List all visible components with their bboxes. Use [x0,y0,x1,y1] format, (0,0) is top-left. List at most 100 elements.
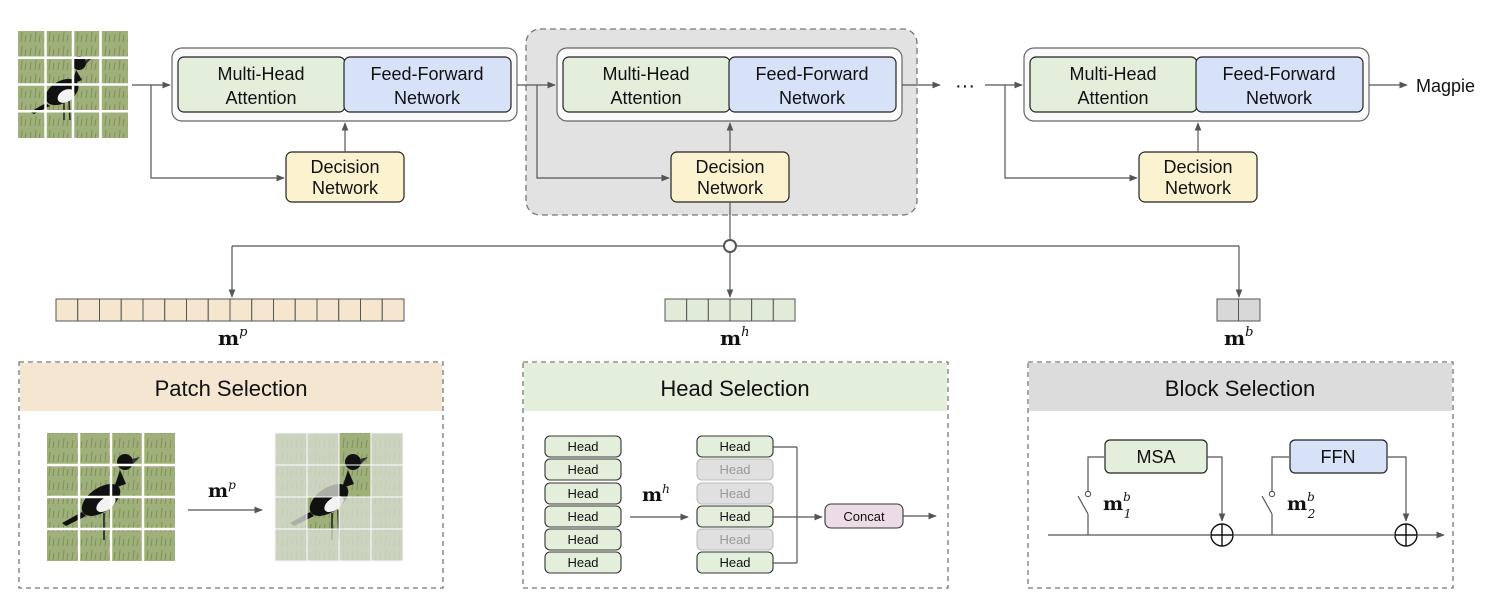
patch-mask-vector [55,298,405,322]
mask-cell [142,298,166,322]
head-box [696,482,774,505]
mask-cell [294,298,318,322]
feed-forward-network-box [728,56,897,113]
ffn-label-line1: Feed-Forward [370,64,483,84]
ffn-label: FFN [1321,447,1356,467]
patch-selection-panel: Patch Selection mp [18,361,444,589]
input-image [18,31,128,138]
transformer-block-2: Multi-Head Attention Feed-Forward Networ… [556,47,903,203]
mask-cell [207,298,231,322]
concat-label: Concat [843,509,885,524]
top-connections: ··· Magpie [132,75,1475,182]
head-box [696,528,774,551]
panel-title: Head Selection [660,376,809,401]
mask-cell [316,298,340,322]
mask-cell [664,298,688,322]
ffn-label-line2: Network [1246,88,1313,108]
switch-contact [1268,490,1276,498]
mask-cell [55,298,79,322]
mask-branches [228,202,1243,298]
mask-cell [99,298,122,322]
msa-label: MSA [1136,447,1175,467]
ellipsis-text: ··· [955,75,975,97]
mha-label-line1: Multi-Head [1069,64,1156,84]
mask-cell [772,298,796,322]
head-label: Head [719,486,750,501]
block-mask-label: mb [1224,325,1254,350]
head-mask-label: mh [720,325,750,350]
junction-node [723,239,737,253]
head-label: Head [567,509,598,524]
masked-patch-image [274,432,404,562]
head-box [544,551,622,574]
switch-contact [1084,490,1092,498]
full-patch-image [47,433,175,561]
head-box [544,505,622,528]
mask-cell [1216,298,1239,322]
head-label: Head [719,532,750,547]
mask-cell [360,298,383,322]
head-label: Head [567,486,598,501]
head-box [544,435,622,458]
output-label: Magpie [1416,76,1475,96]
mask-cell [229,298,253,322]
decision-label-line2: Network [1165,178,1232,198]
head-label: Head [719,555,750,570]
head-box [696,458,774,481]
decision-label-line1: Decision [1163,157,1232,177]
ffn-label-line1: Feed-Forward [1222,64,1335,84]
mask-cell [77,298,100,322]
head-label: Head [719,509,750,524]
mask-cell [120,298,144,322]
mask-cell [707,298,731,322]
feed-forward-network-box [343,56,512,113]
panel-title: Patch Selection [155,376,308,401]
panel-title-bar [20,363,442,411]
head-label: Head [719,462,750,477]
mask-cell [186,298,209,322]
ffn-label-line2: Network [394,88,461,108]
head-label: Head [719,439,750,454]
mha-label-line1: Multi-Head [602,64,689,84]
mask-cell [251,298,274,322]
head-label: Head [567,532,598,547]
block-mask-vector [1216,298,1261,322]
head-selection-panel: Head Selection HeadHeadHeadHeadHeadHead … [522,361,949,589]
panel-title-bar [1029,363,1452,411]
mask-cell [273,298,296,322]
transformer-block-last: Multi-Head Attention Feed-Forward Networ… [1023,47,1370,203]
head-merge-lines [773,446,823,564]
head-box [544,458,622,481]
decision-label-line1: Decision [310,157,379,177]
head-label: Head [567,555,598,570]
decision-label-line1: Decision [695,157,764,177]
patch-arrow-label: mp [208,478,236,502]
dropped-patches [274,432,404,562]
ffn-label-line2: Network [779,88,846,108]
mask-cell [164,298,187,322]
decision-label-line2: Network [697,178,764,198]
mask-cell [751,298,774,322]
head-box [544,528,622,551]
mha-label-line2: Attention [225,88,296,108]
patch-mask-label: mp [218,325,248,350]
feed-forward-network-box [1195,56,1364,113]
mask-cell [381,298,405,322]
mask-cell [338,298,361,322]
head-arrow-label: mh [642,482,670,506]
panel-title-bar [524,363,947,411]
mha-label-line1: Multi-Head [217,64,304,84]
decision-label-line2: Network [312,178,379,198]
mask-cell [729,298,753,322]
transformer-block-1: Multi-Head Attention Feed-Forward Networ… [171,47,518,203]
ffn-label-line1: Feed-Forward [755,64,868,84]
head-label: Head [567,439,598,454]
